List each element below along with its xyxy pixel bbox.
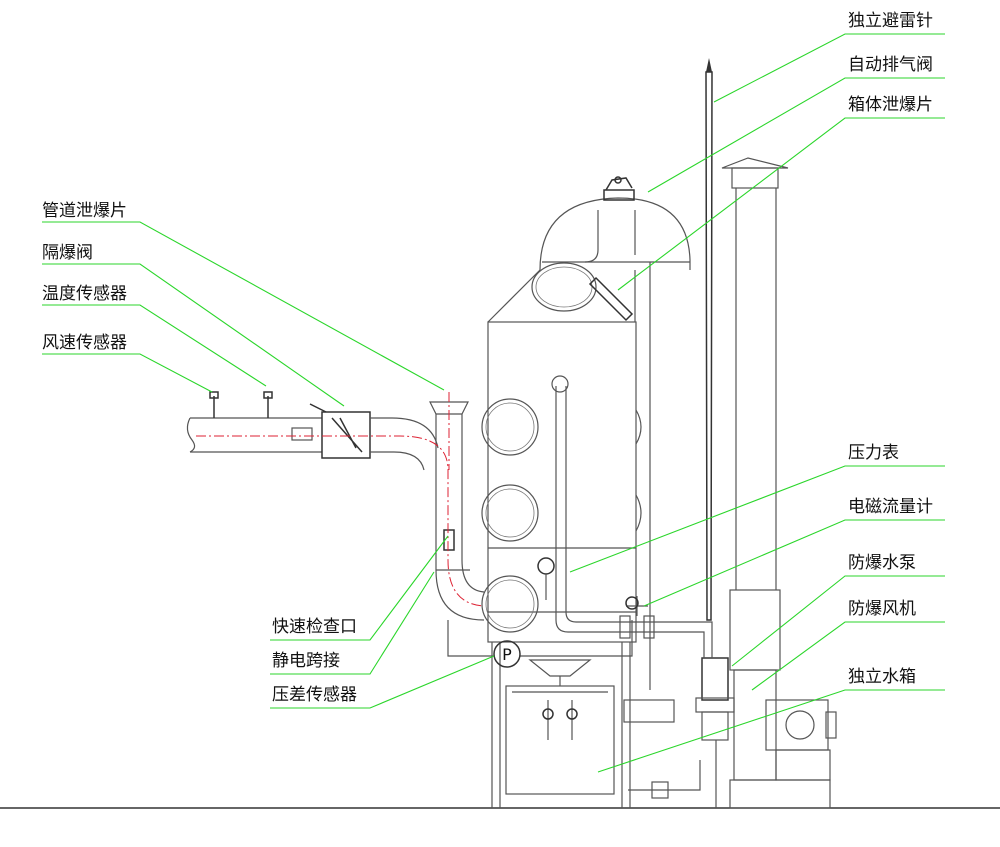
diff-pressure-sensor: P — [447, 620, 633, 668]
explosion-proof-pump — [695, 657, 735, 808]
label-ex-fan: 防爆风机 — [848, 599, 916, 619]
right-labels: 独立避雷针 自动排气阀 箱体泄爆片 压力表 电磁流量计 防爆水泵 防爆风机 独立… — [848, 11, 933, 687]
duct-centerline — [196, 435, 485, 607]
label-auto-vent-valve: 自动排气阀 — [848, 55, 933, 75]
label-ex-water-pump: 防爆水泵 — [848, 553, 916, 573]
label-quick-inspection-port: 快速检查口 — [272, 617, 357, 637]
auto-vent-valve — [603, 176, 635, 201]
scrubber-tower — [487, 197, 691, 808]
label-pressure-gauge: 压力表 — [848, 443, 899, 463]
label-em-flowmeter: 电磁流量计 — [848, 497, 933, 517]
label-temp-sensor: 温度传感器 — [42, 284, 127, 304]
manhole-flanges — [481, 262, 642, 633]
independent-water-tank — [505, 659, 701, 799]
exhaust-stack — [721, 157, 831, 809]
label-box-rupture-disc: 箱体泄爆片 — [848, 95, 933, 115]
label-duct-rupture-disc: 管道泄爆片 — [42, 201, 127, 221]
label-air-speed-sensor: 风速传感器 — [42, 333, 127, 353]
label-diff-pressure-sensor: 压差传感器 — [272, 685, 357, 705]
pump-symbol-text: P — [502, 645, 512, 664]
box-rupture-disc — [588, 276, 634, 322]
inlet-duct — [186, 391, 485, 621]
left-labels: 管道泄爆片 隔爆阀 温度传感器 风速传感器 快速检查口 静电跨接 压差传感器 — [42, 201, 357, 705]
label-static-bridge: 静电跨接 — [272, 651, 340, 671]
circulation-piping — [537, 375, 713, 658]
leader-lines — [42, 33, 945, 773]
lightning-rod — [705, 58, 713, 621]
label-isolation-valve: 隔爆阀 — [42, 243, 93, 263]
label-lightning-rod: 独立避雷针 — [848, 11, 933, 31]
label-water-tank: 独立水箱 — [848, 667, 916, 687]
explosion-proof-fan — [765, 699, 837, 781]
